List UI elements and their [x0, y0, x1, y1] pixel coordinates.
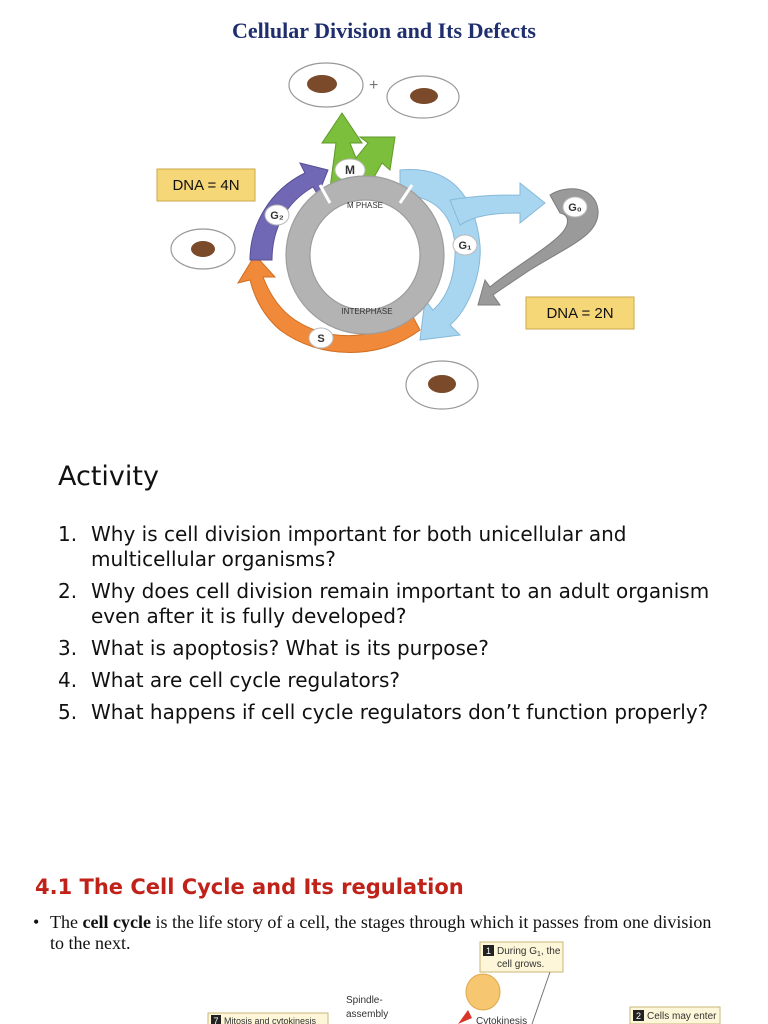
ring-divider-1 — [318, 184, 332, 204]
question-text: What are cell cycle regulators? — [91, 668, 401, 692]
callout-2-box — [629, 1006, 721, 1024]
callout-1-pointer — [531, 971, 551, 1024]
daughter-cell-left — [288, 62, 364, 108]
callout-7-text: Mitosis and cytokinesis — [224, 1016, 317, 1024]
m-label: M — [345, 163, 355, 177]
question-number: 4. — [58, 668, 78, 692]
list-item: 2. Why does cell division remain importa… — [58, 579, 718, 629]
cell-cycle-diagram: + M G₁ G₀ S G₂ M PHASE INTERPHASE DNA = … — [156, 62, 635, 410]
growing-cell — [465, 973, 501, 1011]
spindle-label-line2: assembly — [346, 1009, 388, 1020]
s-label-badge — [308, 327, 334, 349]
callout-1-text: During G1, the — [497, 946, 561, 958]
g2-arrow — [249, 162, 329, 261]
dna-4n-label: DNA = 4N — [172, 177, 239, 194]
callout-2-text: Cells may enter — [647, 1011, 717, 1022]
lower-cell-cycle-figure: 1 During G1, the cell grows. Spindle- as… — [207, 941, 721, 1024]
bullet-text-pre: The — [50, 912, 83, 932]
list-item: 4. What are cell cycle regulators? — [58, 668, 718, 693]
cycle-ring-inner — [309, 199, 421, 311]
g0-arrow — [477, 188, 599, 306]
cell-cycle-bullet: • The cell cycle is the life story of a … — [33, 912, 723, 954]
list-item: 5. What happens if cell cycle regulators… — [58, 700, 718, 725]
bullet-text: The cell cycle is the life story of a ce… — [50, 912, 723, 954]
bullet-text-post: is the life story of a cell, the stages … — [50, 912, 712, 953]
m-phase-ring-label: M PHASE — [347, 201, 383, 210]
callout-1-line2: cell grows. — [497, 959, 544, 970]
bullet-term: cell cycle — [82, 912, 151, 932]
spindle-label-line1: Spindle- — [346, 995, 383, 1006]
activity-heading: Activity — [58, 461, 159, 492]
callout-1-text-a: During G — [497, 946, 537, 957]
question-number: 1. — [58, 522, 78, 546]
g2-label: G₂ — [270, 210, 284, 222]
callout-1-sub: 1 — [537, 951, 541, 958]
interphase-ring-label: INTERPHASE — [341, 307, 392, 316]
g0-label: G₀ — [568, 202, 582, 214]
cell-left — [170, 228, 236, 270]
g1-label-badge — [452, 234, 478, 256]
callout-7-number: 7 — [213, 1016, 218, 1024]
activity-questions: 1. Why is cell division important for bo… — [58, 522, 718, 732]
g2-label-badge — [264, 204, 290, 226]
g0-label-badge — [562, 196, 588, 218]
daughter-cell-right — [386, 75, 460, 119]
question-text: Why does cell division remain important … — [91, 579, 710, 628]
callout-2-number-box — [633, 1010, 644, 1021]
question-text: What happens if cell cycle regulators do… — [91, 700, 709, 724]
dna-2n-label: DNA = 2N — [546, 305, 613, 322]
callout-1-text-b: , the — [541, 946, 561, 957]
cycle-ring — [286, 176, 444, 334]
red-arrow — [458, 1010, 472, 1024]
dna-4n-box — [156, 168, 256, 202]
callout-7-box — [207, 1012, 329, 1024]
question-text: Why is cell division important for both … — [91, 522, 627, 571]
question-number: 5. — [58, 700, 78, 724]
question-number: 2. — [58, 579, 78, 603]
callout-1-number: 1 — [486, 946, 491, 956]
cell-bottom — [405, 360, 479, 410]
callout-1-box — [479, 941, 564, 973]
list-item: 1. Why is cell division important for bo… — [58, 522, 718, 572]
callout-2-number: 2 — [636, 1011, 641, 1021]
g1-label: G₁ — [458, 240, 472, 252]
ring-divider-2 — [398, 184, 414, 204]
cytokinesis-label: Cytokinesis — [476, 1016, 527, 1024]
dna-2n-box — [525, 296, 635, 330]
cycle-ring-outer — [285, 175, 445, 335]
plus-sign: + — [369, 77, 378, 94]
section-heading: 4.1 The Cell Cycle and Its regulation — [35, 875, 464, 899]
callout-7-number-box — [211, 1015, 221, 1024]
bullet-dot: • — [33, 912, 40, 932]
question-number: 3. — [58, 636, 78, 660]
g1-branch-arrow — [449, 181, 546, 226]
question-text: What is apoptosis? What is its purpose? — [91, 636, 489, 660]
list-item: 3. What is apoptosis? What is its purpos… — [58, 636, 718, 661]
page-title: Cellular Division and Its Defects — [232, 18, 536, 43]
callout-1-number-box — [483, 945, 494, 956]
s-label: S — [317, 333, 324, 345]
